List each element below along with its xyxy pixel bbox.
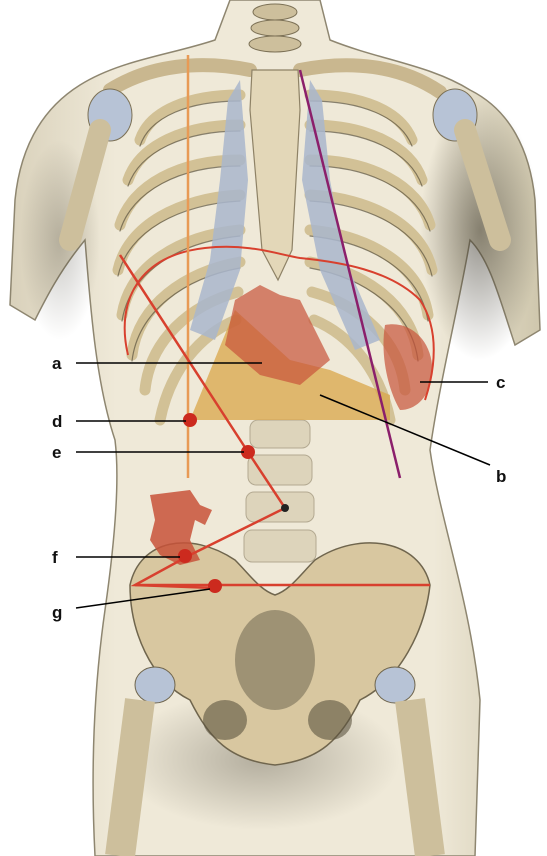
obturator-left (203, 700, 247, 740)
cervical-spine (249, 4, 301, 52)
marker-g (208, 579, 222, 593)
marker-d (183, 413, 197, 427)
marker-f (178, 549, 192, 563)
right-flank-shadow (420, 100, 540, 360)
obturator-right (308, 700, 352, 740)
femur-right (410, 700, 430, 856)
label-d: d (52, 412, 62, 431)
label-b: b (496, 467, 506, 486)
marker-umbilicus (281, 504, 289, 512)
sacrum-shadow (235, 610, 315, 710)
hip-joint-left (135, 667, 175, 703)
label-e: e (52, 443, 61, 462)
label-a: a (52, 354, 62, 373)
femur-left (120, 700, 140, 856)
label-c: c (496, 373, 505, 392)
label-f: f (52, 548, 58, 567)
label-g: g (52, 603, 62, 622)
hip-joint-right (375, 667, 415, 703)
